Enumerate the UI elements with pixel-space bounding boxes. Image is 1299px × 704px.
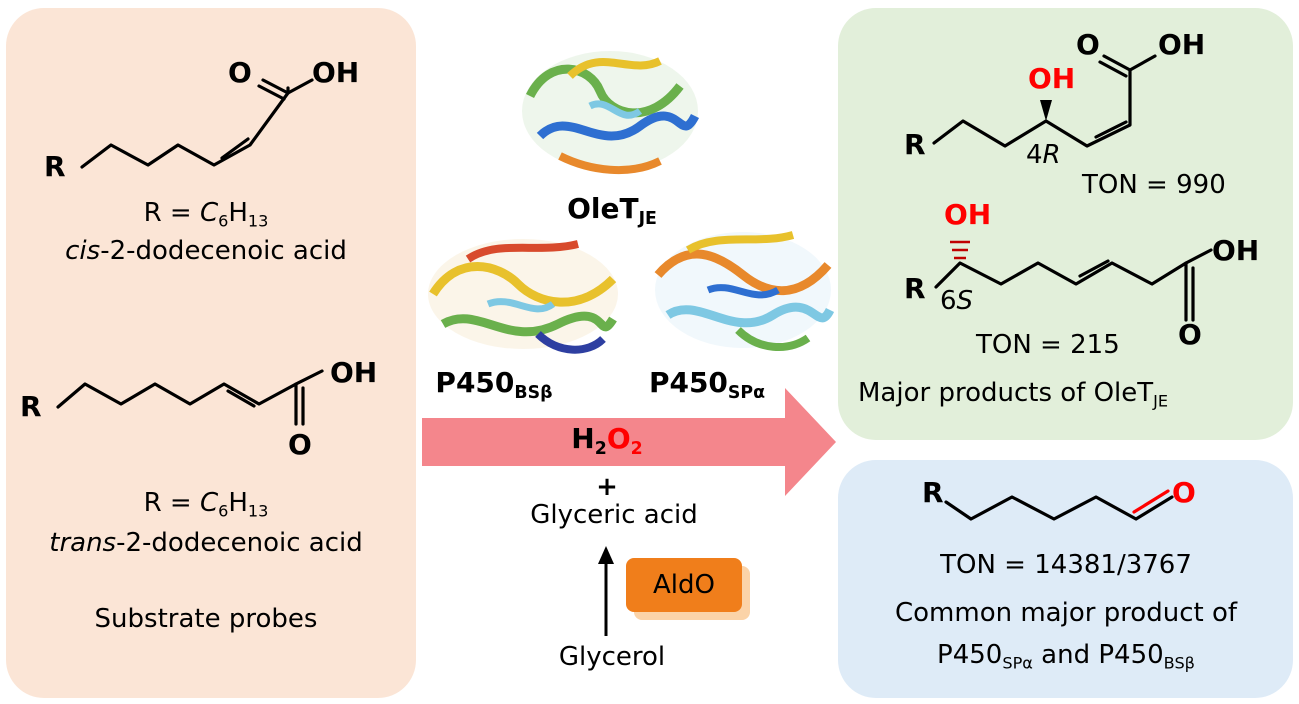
product2-chain (934, 261, 1188, 322)
h2o2-label: H2O2 (571, 422, 643, 460)
substrate-panel (6, 8, 416, 698)
trans-r-definition: R = C6H13 (143, 488, 269, 521)
product1-stereo-4r: 4R (1026, 140, 1061, 170)
substrate-panel-caption: Substrate probes (94, 604, 318, 634)
product2-acid-oh: OH (1212, 234, 1260, 267)
product1-oh (1128, 54, 1157, 72)
product1-co2 (1098, 60, 1128, 78)
glycerol-label: Glycerol (558, 642, 666, 672)
cis-carbonyl-o: O (228, 56, 252, 89)
cis-r-atom: R (44, 150, 66, 183)
trans-substrate-name: trans-2-dodecenoic acid (49, 528, 363, 558)
p450-sp-label: P450SPα (648, 366, 766, 404)
aldehyde-o: O (1172, 476, 1196, 509)
trans-cooh-oh (294, 369, 324, 386)
aldo-label: AldO (653, 570, 715, 600)
glyceric-acid-label: Glyceric acid (530, 500, 698, 530)
product1-hydroxyl-oh: OH (1028, 62, 1076, 95)
olet-label: OleTJE (567, 192, 657, 230)
cis-substrate-name: cis-2-dodecenoic acid (65, 236, 347, 266)
cis-double-bond-inner (220, 137, 250, 160)
cis-acid-chain (80, 86, 290, 169)
p450-bs-label: P450BSβ (435, 366, 553, 404)
product2-stereo-6s: 6S (940, 286, 974, 316)
protein-structure-olet-icon (522, 51, 700, 174)
trans-double-bond-inner (226, 389, 256, 408)
reaction-arrow (422, 388, 836, 496)
aldehyde-chain (944, 495, 1174, 521)
plus-sign: + (596, 472, 618, 502)
product1-carbonyl-o: O (1076, 28, 1100, 61)
product1-acid-oh: OH (1158, 28, 1206, 61)
p450-caption-line2: P450SPα and P450BSβ (937, 640, 1195, 673)
aldehyde-co2 (1132, 489, 1170, 514)
product2-double-inner (1078, 259, 1110, 278)
product2-oh (1184, 248, 1213, 265)
product1-wedge-bond (1040, 100, 1052, 121)
cis-cooh-oh (286, 78, 314, 95)
cis-cooh-co (261, 78, 290, 95)
olet-products-panel (838, 8, 1293, 440)
cis-cooh-co2 (257, 84, 286, 101)
trans-carbonyl-o: O (288, 428, 312, 461)
product1-double-inner (1094, 120, 1128, 139)
product2-carbonyl-o: O (1178, 318, 1202, 351)
p450-caption-line1: Common major product of (894, 598, 1238, 628)
product2-hydroxyl-oh: OH (944, 198, 992, 231)
product2-r-atom: R (904, 272, 926, 305)
aldo-enzyme-box: AldO (626, 558, 742, 612)
product2-ton: TON = 215 (976, 330, 1120, 360)
trans-r-atom: R (20, 390, 42, 423)
product1-co (1102, 54, 1132, 72)
product1-ton: TON = 990 (1082, 170, 1226, 200)
glycerol-arrow-head (598, 546, 614, 564)
product2-hash-bond (950, 240, 970, 260)
trans-hydroxyl-oh: OH (330, 356, 378, 389)
p450-product-panel (838, 460, 1293, 698)
cis-hydroxyl-oh: OH (312, 56, 360, 89)
aldehyde-r-atom: R (922, 476, 944, 509)
product1-r-atom: R (904, 128, 926, 161)
trans-acid-chain (56, 382, 298, 426)
olet-panel-caption: Major products of OleTJE (858, 378, 1169, 411)
protein-structure-bs-icon (428, 239, 618, 354)
protein-structure-sp-icon (654, 231, 835, 351)
aldehyde-ton: TON = 14381/3767 (940, 550, 1192, 580)
cis-r-definition: R = C6H13 (143, 198, 269, 231)
